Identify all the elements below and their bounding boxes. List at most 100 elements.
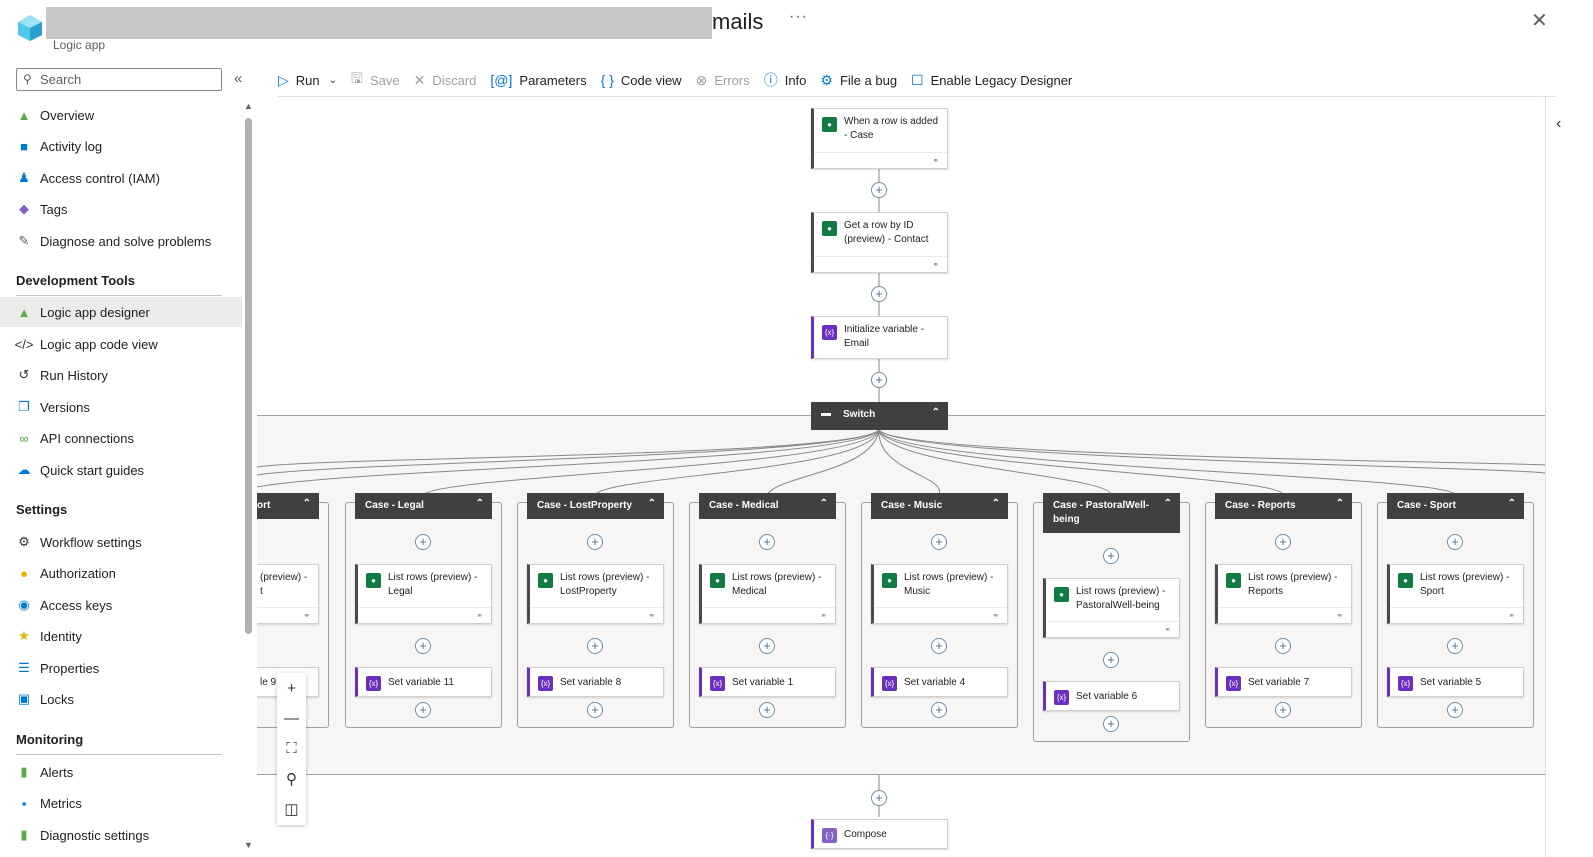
list-rows-card[interactable]: ●List rows (preview) - PastoralWell-bein… (1043, 578, 1180, 638)
errors-button[interactable]: ⊗Errors (696, 72, 750, 89)
chevron-up-icon[interactable]: ⌃ (1335, 498, 1344, 509)
file-bug-button[interactable]: ⚙File a bug (820, 72, 897, 89)
add-step-icon[interactable]: + (871, 286, 887, 302)
list-rows-card[interactable]: ●List rows (preview) - Medical⚭ (699, 564, 836, 624)
chevron-up-icon[interactable]: ⌃ (647, 498, 656, 509)
set-variable-card[interactable]: {x}Set variable 7 (1215, 667, 1352, 697)
case-header[interactable]: Case - Legal⌃ (355, 493, 492, 519)
chevron-up-icon[interactable]: ⌃ (819, 498, 828, 509)
add-step-icon[interactable]: + (871, 372, 887, 388)
add-step-icon[interactable]: + (759, 534, 775, 550)
chevron-left-icon[interactable]: ‹ (1556, 115, 1562, 132)
nav-item-identity[interactable]: ★Identity (0, 621, 242, 651)
scroll-up-icon[interactable]: ▲ (244, 101, 253, 111)
nav-item-alerts[interactable]: ▮Alerts (0, 757, 242, 787)
list-rows-card[interactable]: ●List rows (preview) - Music⚭ (871, 564, 1008, 624)
list-rows-card[interactable]: ●List rows (preview) - Legal⚭ (355, 564, 492, 624)
list-rows-card[interactable]: ●List rows (preview) - Sport⚭ (1387, 564, 1524, 624)
add-step-icon[interactable]: + (1275, 534, 1291, 550)
init-variable-card[interactable]: {x} Initialize variable - Email (811, 316, 948, 359)
nav-item-quick-start[interactable]: ☁Quick start guides (0, 455, 242, 485)
nav-item-api-connections[interactable]: ∞API connections (0, 423, 242, 453)
list-rows-card[interactable]: ●List rows (preview) - LostProperty⚭ (527, 564, 664, 624)
add-step-icon[interactable]: + (759, 702, 775, 718)
set-variable-card[interactable]: {x}Set variable 5 (1387, 667, 1524, 697)
case-header[interactable]: Case - Reports⌃ (1215, 493, 1352, 519)
case-header[interactable]: Case - Music⌃ (871, 493, 1008, 519)
chevron-up-icon[interactable]: ⌃ (991, 498, 1000, 509)
chevron-up-icon[interactable]: ⌃ (475, 498, 484, 509)
add-step-icon[interactable]: + (1275, 638, 1291, 654)
chevron-down-icon[interactable]: ⌄ (328, 74, 338, 86)
add-step-icon[interactable]: + (1447, 638, 1463, 654)
zoom-in-icon[interactable]: + (287, 679, 296, 697)
nav-item-tags[interactable]: ◆Tags (0, 194, 242, 224)
chevron-up-icon[interactable]: ⌃ (1163, 498, 1172, 509)
scrollbar-thumb[interactable] (245, 118, 252, 634)
set-variable-card[interactable]: {x}Set variable 6 (1043, 681, 1180, 711)
add-step-icon[interactable]: + (759, 638, 775, 654)
more-options-icon[interactable]: ··· (789, 8, 808, 25)
case-header[interactable]: Case - Medical⌃ (699, 493, 836, 519)
case-header-partial[interactable]: ort ⌃ (257, 493, 319, 519)
sidebar-scrollbar[interactable]: ▲ ▼ (244, 101, 254, 850)
nav-item-access-control[interactable]: ♟Access control (IAM) (0, 163, 242, 193)
chevron-up-icon[interactable]: ⌃ (931, 407, 940, 418)
collapse-sidebar-icon[interactable]: « (234, 70, 243, 87)
add-step-icon[interactable]: + (1447, 534, 1463, 550)
add-step-icon[interactable]: + (415, 702, 431, 718)
save-button[interactable]: 🖫Save (351, 68, 400, 92)
set-variable-card[interactable]: {x}Set variable 4 (871, 667, 1008, 697)
nav-item-code-view[interactable]: </>Logic app code view (0, 329, 242, 359)
nav-item-logic-app-designer[interactable]: ▲Logic app designer (0, 297, 242, 327)
add-step-icon[interactable]: + (1447, 702, 1463, 718)
scroll-down-icon[interactable]: ▼ (244, 840, 253, 850)
chevron-up-icon[interactable]: ⌃ (302, 498, 311, 509)
zoom-out-icon[interactable]: — (284, 709, 299, 727)
get-row-card[interactable]: ● Get a row by ID (preview) - Contact ⚭ (811, 212, 948, 273)
add-step-icon[interactable]: + (587, 638, 603, 654)
set-variable-card[interactable]: {x}Set variable 11 (355, 667, 492, 697)
set-variable-card[interactable]: {x}Set variable 1 (699, 667, 836, 697)
run-button[interactable]: ▷Run⌄ (278, 72, 337, 89)
nav-item-authorization[interactable]: ●Authorization (0, 558, 242, 588)
add-step-icon[interactable]: + (1103, 652, 1119, 668)
case-header[interactable]: Case - LostProperty⌃ (527, 493, 664, 519)
minimap-icon[interactable]: ◫ (284, 801, 299, 818)
case-header[interactable]: Case - PastoralWell-being⌃ (1043, 493, 1180, 533)
nav-item-activity-log[interactable]: ■Activity log (0, 131, 242, 161)
nav-item-properties[interactable]: ☰Properties (0, 653, 242, 683)
set-variable-card[interactable]: {x}Set variable 8 (527, 667, 664, 697)
switch-header[interactable]: ▬ Switch ⌃ (811, 402, 948, 430)
add-step-icon[interactable]: + (415, 534, 431, 550)
nav-item-run-history[interactable]: ↺Run History (0, 360, 242, 390)
case-header[interactable]: Case - Sport⌃ (1387, 493, 1524, 519)
add-step-icon[interactable]: + (415, 638, 431, 654)
trigger-card[interactable]: ● When a row is added - Case ⚭ (811, 108, 948, 169)
add-step-icon[interactable]: + (1103, 548, 1119, 564)
search-canvas-icon[interactable]: ⚲ (286, 771, 297, 788)
add-step-icon[interactable]: + (931, 534, 947, 550)
nav-item-access-keys[interactable]: ◉Access keys (0, 590, 242, 620)
parameters-button[interactable]: [@]Parameters (490, 72, 586, 88)
nav-item-metrics[interactable]: ▪Metrics (0, 788, 242, 818)
add-step-icon[interactable]: + (871, 790, 887, 806)
list-rows-card[interactable]: ●List rows (preview) - Reports⚭ (1215, 564, 1352, 624)
list-rows-card-partial[interactable]: (preview) - t ⚭ (257, 564, 319, 624)
add-step-icon[interactable]: + (587, 534, 603, 550)
nav-item-versions[interactable]: ❐Versions (0, 392, 242, 422)
chevron-up-icon[interactable]: ⌃ (1507, 498, 1516, 509)
search-input[interactable]: ⚲ Search (16, 68, 222, 91)
nav-item-diagnose[interactable]: ✎Diagnose and solve problems (0, 226, 242, 256)
add-step-icon[interactable]: + (931, 638, 947, 654)
add-step-icon[interactable]: + (1103, 716, 1119, 732)
nav-item-diagnostic-settings[interactable]: ▮Diagnostic settings (0, 820, 242, 850)
legacy-designer-button[interactable]: ☐Enable Legacy Designer (911, 72, 1072, 89)
fit-view-icon[interactable]: ⛶ (286, 739, 297, 757)
designer-canvas[interactable]: ● When a row is added - Case ⚭ + ● Get a… (257, 97, 1545, 857)
close-icon[interactable]: ✕ (1531, 10, 1548, 32)
compose-card[interactable]: {·} Compose (811, 819, 948, 849)
nav-item-workflow-settings[interactable]: ⚙Workflow settings (0, 527, 242, 557)
code-view-button[interactable]: { }Code view (601, 72, 682, 88)
